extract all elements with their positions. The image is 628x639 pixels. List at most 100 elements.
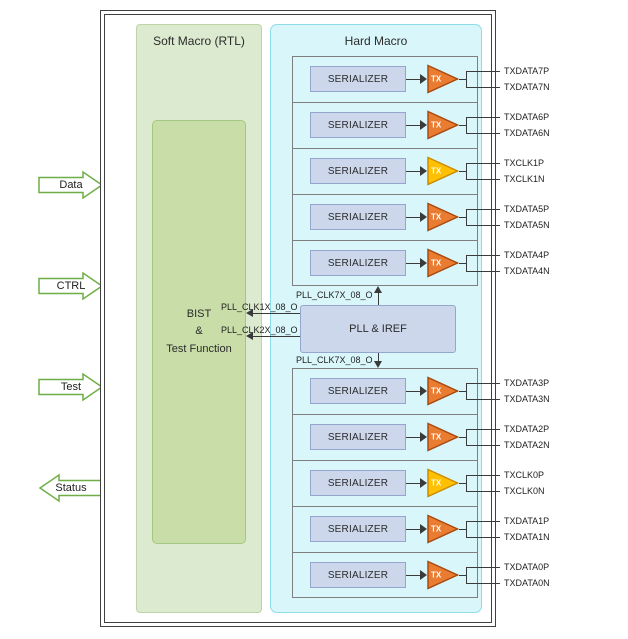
clk1x-wire xyxy=(253,313,300,314)
clk7x-top-wire xyxy=(378,293,379,305)
hard-macro-title: Hard Macro xyxy=(344,34,408,48)
arrowhead-right-icon xyxy=(420,386,427,396)
serializer-row-txdata4: SERIALIZER TX TXDATA4P TXDATA4N xyxy=(292,240,572,286)
group-separator xyxy=(293,506,477,507)
output-split-wire xyxy=(466,71,467,88)
bottom-serializer-group xyxy=(292,368,478,598)
serializer-row-txdata1: SERIALIZER TX TXDATA1P TXDATA1N xyxy=(292,506,572,552)
block-arrow-left-icon xyxy=(38,473,104,503)
clk1x-label: PLL_CLK1X_08_O xyxy=(221,302,298,312)
serializer-label: SERIALIZER xyxy=(327,569,389,581)
output-wire xyxy=(459,171,467,172)
arrowhead-right-icon xyxy=(420,166,427,176)
output-split-wire xyxy=(466,429,467,446)
output-split-wire xyxy=(466,117,467,134)
output-wire xyxy=(459,217,467,218)
arrowhead-right-icon xyxy=(420,74,427,84)
serializer-block: SERIALIZER xyxy=(310,158,406,184)
output-wire-n xyxy=(466,133,500,134)
output-label-n: TXCLK1N xyxy=(504,174,545,184)
serializer-row-txdata0: SERIALIZER TX TXDATA0P TXDATA0N xyxy=(292,552,572,598)
group-separator xyxy=(293,194,477,195)
arrowhead-up-icon xyxy=(374,286,382,293)
tx-driver-icon: TX xyxy=(427,560,459,590)
arrowhead-right-icon xyxy=(420,120,427,130)
output-wire xyxy=(459,437,467,438)
output-split-wire xyxy=(466,383,467,400)
output-wire-n xyxy=(466,583,500,584)
tx-label: TX xyxy=(431,524,442,534)
tx-driver-icon: TX xyxy=(427,64,459,94)
output-wire xyxy=(459,575,467,576)
clk7x-bottom-label: PLL_CLK7X_08_O xyxy=(296,355,373,365)
arrowhead-right-icon xyxy=(420,212,427,222)
block-arrow-right-icon xyxy=(38,271,104,301)
serializer-label: SERIALIZER xyxy=(327,385,389,397)
status-arrow: Status xyxy=(38,473,104,503)
serializer-block: SERIALIZER xyxy=(310,112,406,138)
tx-label: TX xyxy=(431,258,442,268)
output-label-p: TXDATA3P xyxy=(504,378,550,388)
output-wire-p xyxy=(466,429,500,430)
output-wire-p xyxy=(466,521,500,522)
output-label-n: TXDATA0N xyxy=(504,578,550,588)
serializer-tx-wire xyxy=(406,529,420,530)
serializer-label: SERIALIZER xyxy=(327,431,389,443)
output-wire-n xyxy=(466,225,500,226)
output-label-n: TXDATA2N xyxy=(504,440,550,450)
soft-macro-title: Soft Macro (RTL) xyxy=(153,34,245,48)
output-wire-p xyxy=(466,163,500,164)
tx-label: TX xyxy=(431,120,442,130)
serializer-block: SERIALIZER xyxy=(310,562,406,588)
serializer-label: SERIALIZER xyxy=(327,211,389,223)
output-wire xyxy=(459,125,467,126)
serializer-label: SERIALIZER xyxy=(327,165,389,177)
tx-driver-icon: TX xyxy=(427,422,459,452)
arrowhead-right-icon xyxy=(420,570,427,580)
output-split-wire xyxy=(466,521,467,538)
group-separator xyxy=(293,102,477,103)
output-label-p: TXDATA7P xyxy=(504,66,550,76)
group-separator xyxy=(293,552,477,553)
arrowhead-right-icon xyxy=(420,524,427,534)
serializer-row-txclk1: SERIALIZER TX TXCLK1P TXCLK1N xyxy=(292,148,572,194)
arrowhead-left-icon xyxy=(246,309,253,317)
serializer-tx-wire xyxy=(406,171,420,172)
tx-label: TX xyxy=(431,570,442,580)
bist-block: BIST & Test Function xyxy=(152,120,246,544)
serializer-block: SERIALIZER xyxy=(310,204,406,230)
output-wire-n xyxy=(466,445,500,446)
output-label-n: TXDATA7N xyxy=(504,82,550,92)
output-split-wire xyxy=(466,163,467,180)
output-wire-p xyxy=(466,475,500,476)
arrowhead-down-icon xyxy=(374,361,382,368)
data-arrow: Data xyxy=(38,170,104,200)
output-wire-p xyxy=(466,383,500,384)
serializer-tx-wire xyxy=(406,263,420,264)
output-label-n: TXDATA6N xyxy=(504,128,550,138)
output-label-p: TXCLK0P xyxy=(504,470,545,480)
output-wire-p xyxy=(466,567,500,568)
tx-label: TX xyxy=(431,386,442,396)
group-separator xyxy=(293,240,477,241)
group-separator xyxy=(293,148,477,149)
serializer-row-txdata5: SERIALIZER TX TXDATA5P TXDATA5N xyxy=(292,194,572,240)
tx-label: TX xyxy=(431,478,442,488)
serializer-row-txdata3: SERIALIZER TX TXDATA3P TXDATA3N xyxy=(292,368,572,414)
output-label-p: TXDATA6P xyxy=(504,112,550,122)
clk7x-top-label: PLL_CLK7X_08_O xyxy=(296,290,373,300)
tx-label: TX xyxy=(431,74,442,84)
serializer-row-txdata7: SERIALIZER TX TXDATA7P TXDATA7N xyxy=(292,56,572,102)
test-arrow: Test xyxy=(38,372,104,402)
output-wire-n xyxy=(466,399,500,400)
output-split-wire xyxy=(466,567,467,584)
group-separator xyxy=(293,460,477,461)
serializer-tx-wire xyxy=(406,575,420,576)
serializer-tx-wire xyxy=(406,483,420,484)
output-label-n: TXDATA4N xyxy=(504,266,550,276)
output-label-n: TXDATA5N xyxy=(504,220,550,230)
output-label-p: TXDATA0P xyxy=(504,562,550,572)
output-wire xyxy=(459,79,467,80)
output-split-wire xyxy=(466,475,467,492)
